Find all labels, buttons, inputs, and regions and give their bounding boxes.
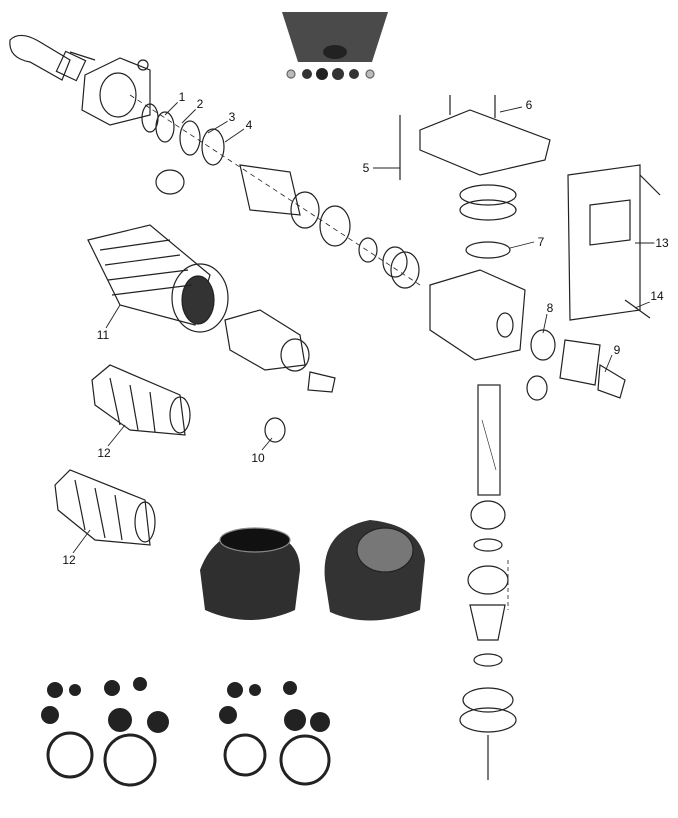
- seal-kit-photos: [41, 677, 331, 787]
- vertical-driveshaft: [459, 384, 517, 780]
- callout-4: 4: [244, 118, 254, 132]
- callout-leader-lines: [72, 101, 655, 554]
- callout-5: 5: [361, 161, 371, 175]
- seal-rings: [129, 94, 421, 286]
- bellows-12-upper: [91, 364, 191, 436]
- callout-14: 14: [649, 289, 665, 303]
- callout-6: 6: [524, 98, 534, 112]
- callout-11: 11: [95, 328, 111, 342]
- bellows-photos: [200, 520, 425, 621]
- yoke-and-bearing-housing: [9, 34, 151, 126]
- universal-joint: [224, 309, 336, 443]
- callout-13: 13: [654, 236, 670, 250]
- callout-1: 1: [177, 90, 187, 104]
- callout-2: 2: [195, 97, 205, 111]
- upper-gear-housing: [390, 95, 626, 401]
- callout-9: 9: [612, 343, 622, 357]
- engine-mount-photo: [282, 12, 388, 80]
- callout-3: 3: [227, 110, 237, 124]
- callout-7: 7: [536, 235, 546, 249]
- callout-10: 10: [250, 451, 266, 465]
- cover-13: [567, 164, 661, 321]
- callout-12-upper: 12: [96, 446, 112, 460]
- bellows-12-lower: [54, 469, 156, 546]
- callout-8: 8: [545, 301, 555, 315]
- bellows-11: [87, 224, 229, 333]
- callout-12-lower: 12: [61, 553, 77, 567]
